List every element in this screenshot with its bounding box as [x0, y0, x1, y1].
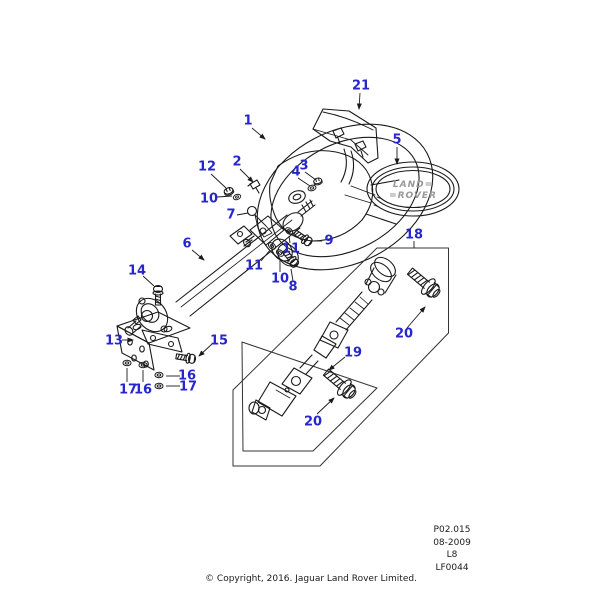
callout-20[interactable]: 20 [394, 326, 414, 342]
callout-5[interactable]: 5 [392, 132, 402, 148]
washer-17-right [154, 382, 164, 390]
badge-text-line2: =ROVER [389, 191, 437, 201]
sheet-code-line: 08-2009 [433, 537, 471, 548]
callout-4[interactable]: 4 [291, 164, 301, 180]
callout-16[interactable]: 16 [177, 368, 197, 384]
assembly-box-18 [232, 247, 449, 467]
nut-12 [222, 185, 235, 197]
callout-8[interactable]: 8 [288, 279, 298, 295]
callout-18[interactable]: 18 [404, 227, 424, 243]
mounting-bracket-drawing [116, 311, 191, 371]
callout-14[interactable]: 14 [127, 263, 147, 279]
clip-2 [247, 179, 261, 194]
column-cover-drawing [312, 108, 379, 164]
callout-13[interactable]: 13 [104, 333, 124, 349]
callout-9[interactable]: 9 [324, 233, 334, 249]
callout-20[interactable]: 20 [303, 414, 323, 430]
bolt-15 [174, 350, 197, 365]
steering-wheel-drawing [256, 123, 434, 271]
badge-text-line1: LAND= [393, 180, 433, 190]
callout-21[interactable]: 21 [351, 78, 371, 94]
callout-17[interactable]: 17 [178, 379, 198, 395]
callout-10[interactable]: 10 [199, 191, 219, 207]
ball-stud-7 [246, 205, 273, 238]
callout-3[interactable]: 3 [299, 158, 309, 174]
callout-11[interactable]: 11 [244, 258, 264, 274]
sheet-code-line: LF0044 [435, 562, 469, 573]
callout-11[interactable]: 11 [281, 241, 301, 257]
callout-10[interactable]: 10 [270, 271, 290, 287]
sheet-code-line: L8 [446, 550, 458, 561]
land-rover-badge-drawing: LAND= =ROVER [366, 161, 460, 217]
sheet-code-line: P02.015 [433, 525, 471, 535]
callout-15[interactable]: 15 [209, 333, 229, 349]
nut-16-left [138, 361, 148, 369]
callout-2[interactable]: 2 [232, 154, 242, 170]
callout-7[interactable]: 7 [226, 207, 236, 223]
washer-17-left [122, 359, 132, 367]
washer-10-upper [232, 192, 242, 202]
steering-column-drawing [124, 199, 316, 353]
callout-12[interactable]: 12 [197, 159, 217, 175]
copyright-text: © Copyright, 2016. Jaguar Land Rover Lim… [205, 574, 417, 584]
leader-lines [122, 92, 426, 415]
callout-16[interactable]: 16 [133, 382, 153, 398]
nut-16-right [154, 371, 164, 379]
callout-19[interactable]: 19 [343, 345, 363, 361]
bolt-20-upper [403, 263, 445, 303]
intermediate-shaft-drawing [248, 256, 397, 421]
callout-17[interactable]: 17 [118, 382, 138, 398]
callout-6[interactable]: 6 [182, 236, 192, 252]
callout-1[interactable]: 1 [243, 113, 253, 129]
